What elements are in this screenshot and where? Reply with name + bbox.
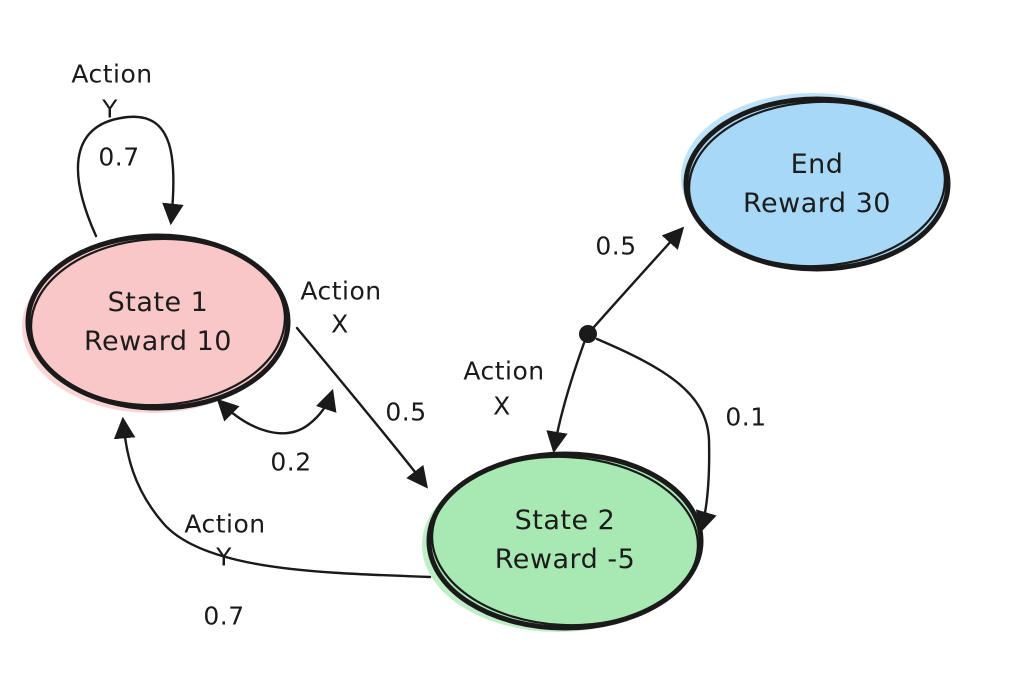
state2-node (426, 451, 704, 631)
state2-state1-long-probability: 0.7 (203, 601, 245, 631)
state1-node (25, 233, 291, 411)
state1-name: State 1 (107, 286, 209, 318)
edge-state2-to-state1-long (113, 416, 432, 579)
junction-dot (579, 325, 597, 343)
edge-state2-to-state1-short (216, 388, 337, 435)
state1-state2-action-name: X (331, 309, 349, 339)
junction-state2-probability: 0.1 (725, 402, 767, 432)
state2-label: State 2 Reward -5 (495, 501, 636, 579)
junction-end-probability: 0.5 (595, 231, 637, 261)
edge-junction-to-state2-top (546, 341, 586, 454)
state2-reward: Reward -5 (494, 544, 636, 575)
state2-state1-short-probability: 0.2 (270, 447, 312, 477)
self-loop-action-word: Action (71, 59, 153, 89)
edge-state1-to-state2 (295, 326, 428, 489)
state2-action-name: X (493, 391, 511, 421)
state1-reward: Reward 10 (84, 326, 232, 357)
edge-junction-to-state2-right (595, 337, 717, 534)
state1-label: State 1 Reward 10 (84, 283, 232, 361)
edge-junction-to-end (592, 226, 685, 329)
self-loop-action-name: Y (102, 94, 118, 124)
end-node-sketch-outline (688, 100, 946, 268)
state2-state1-long-action-name: Y (216, 542, 232, 572)
end-node (683, 96, 951, 272)
state1-state2-probability: 0.5 (385, 397, 427, 427)
end-reward: Reward 30 (743, 188, 891, 219)
state2-action-word: Action (463, 356, 545, 386)
edge-state1-self-loop (76, 115, 184, 238)
self-loop-probability: 0.7 (98, 142, 140, 172)
state2-node-sketch-outline (431, 455, 699, 627)
end-label: End Reward 30 (743, 145, 891, 223)
end-name: End (790, 148, 844, 180)
state1-node-sketch-outline (29, 237, 287, 407)
state2-state1-long-action-word: Action (184, 509, 266, 539)
state1-state2-action-word: Action (300, 276, 382, 306)
state2-name: State 2 (514, 504, 616, 536)
